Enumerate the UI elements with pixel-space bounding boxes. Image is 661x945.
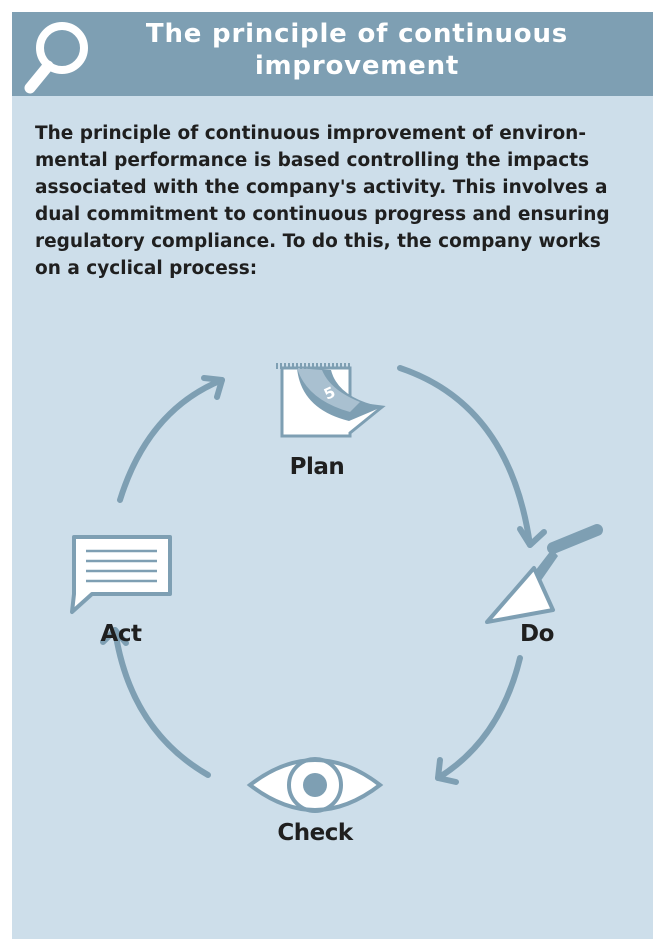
intro-text: The principle of continuous improvement …: [35, 123, 610, 279]
arrow-act-to-plan-head: [201, 375, 225, 400]
header-bar: The principle of continuous improvement: [12, 12, 653, 96]
arrow-check-to-act: [112, 627, 211, 778]
stage-label-do: Do: [520, 621, 554, 647]
arrow-do-to-check-head: [435, 757, 459, 785]
eye-icon: [246, 757, 384, 813]
arrow-check-to-act-head: [100, 627, 129, 646]
calendar-icon: 5: [276, 363, 386, 438]
trowel-icon: [485, 524, 603, 624]
speech-bubble-icon: [70, 535, 172, 614]
stage-label-act: Act: [101, 621, 142, 647]
arrow-plan-to-do-head: [517, 526, 547, 548]
arrow-plan-to-do: [397, 365, 533, 548]
arrow-do-to-check: [435, 655, 523, 781]
arrow-act-to-plan: [117, 377, 225, 503]
stage-label-check: Check: [277, 820, 353, 846]
stage-label-plan: Plan: [290, 454, 345, 480]
page-title: The principle of continuous improvement: [145, 19, 569, 81]
search-icon: [24, 22, 88, 94]
